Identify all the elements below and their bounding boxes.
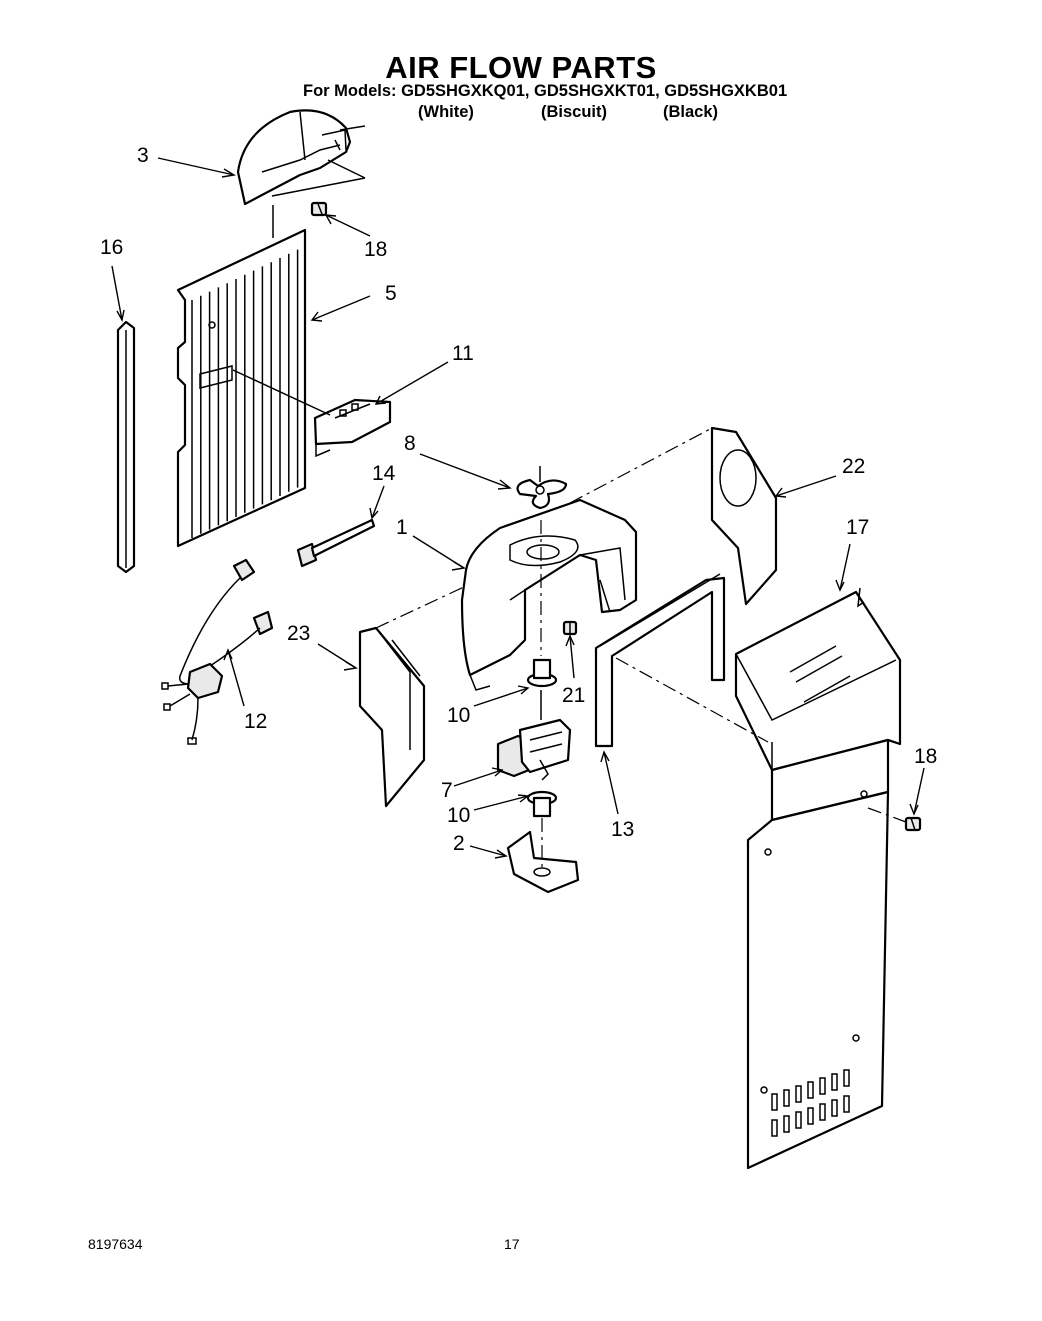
vent-slot [795,1085,802,1103]
callout-18-top: 18 [364,238,387,261]
part-8-fan-blade[interactable] [516,466,568,510]
models-line: For Models: GD5SHGXKQ01, GD5SHGXKT01, GD… [303,82,788,100]
callout-10-lower: 10 [447,804,470,827]
variant-biscuit: (Biscuit) [541,103,607,121]
callout-17: 17 [846,516,869,539]
vent-slot [795,1111,802,1129]
part-18-screw-lower[interactable] [904,816,922,832]
part-3-shroud-cover[interactable] [236,109,352,206]
part-10-grommet-lower[interactable] [526,790,558,818]
part-18-screw-top[interactable] [310,201,328,217]
part-11-bracket[interactable] [313,398,392,458]
vent-slot [807,1107,814,1125]
callout-11: 11 [452,342,474,365]
callout-5: 5 [385,282,397,305]
callout-2: 2 [453,832,465,855]
callout-13: 13 [611,818,634,841]
page-title: AIR FLOW PARTS [385,50,657,85]
part-22-side-baffle[interactable] [710,426,778,606]
part-13-u-channel[interactable] [594,573,726,748]
part-5-evaporator-grille[interactable] [176,228,307,548]
callout-12: 12 [244,710,267,733]
vent-slot [771,1093,778,1111]
variant-black: (Black) [663,103,719,121]
doc-number: 8197634 [88,1236,143,1252]
part-10-grommet-upper[interactable] [526,658,558,688]
callout-16: 16 [100,236,123,259]
callout-22: 22 [842,455,865,478]
part-2-motor-bracket[interactable] [506,830,580,894]
vent-slot [819,1077,826,1095]
callout-8: 8 [404,432,416,455]
part-16-seal-strip[interactable] [116,320,136,574]
page-number: 17 [504,1236,520,1252]
vent-slot [831,1073,838,1091]
vent-slot [843,1069,850,1087]
vent-slot [783,1089,790,1107]
vent-slot [807,1081,814,1099]
part-17-air-duct-panel[interactable] [734,590,902,1170]
part-21-screw[interactable] [562,620,578,636]
part-1-fan-housing[interactable] [460,498,638,691]
vent-slot [831,1099,838,1117]
part-23-left-baffle[interactable] [358,626,426,808]
callout-7: 7 [441,779,453,802]
callout-1: 1 [396,516,408,539]
vent-slot [843,1095,850,1113]
variant-white: (White) [418,103,474,121]
callout-18-lower: 18 [914,745,937,768]
part-7-fan-motor[interactable] [496,718,572,781]
vent-slot [771,1119,778,1137]
vent-slot [783,1115,790,1133]
part-14-cable-tie[interactable] [296,518,376,568]
callout-14: 14 [372,462,396,485]
callout-3: 3 [137,144,149,167]
vent-slot [819,1103,826,1121]
callout-21: 21 [562,684,585,707]
callout-10-upper: 10 [447,704,470,727]
callout-23: 23 [287,622,310,645]
part-12-wire-harness[interactable] [161,558,274,745]
